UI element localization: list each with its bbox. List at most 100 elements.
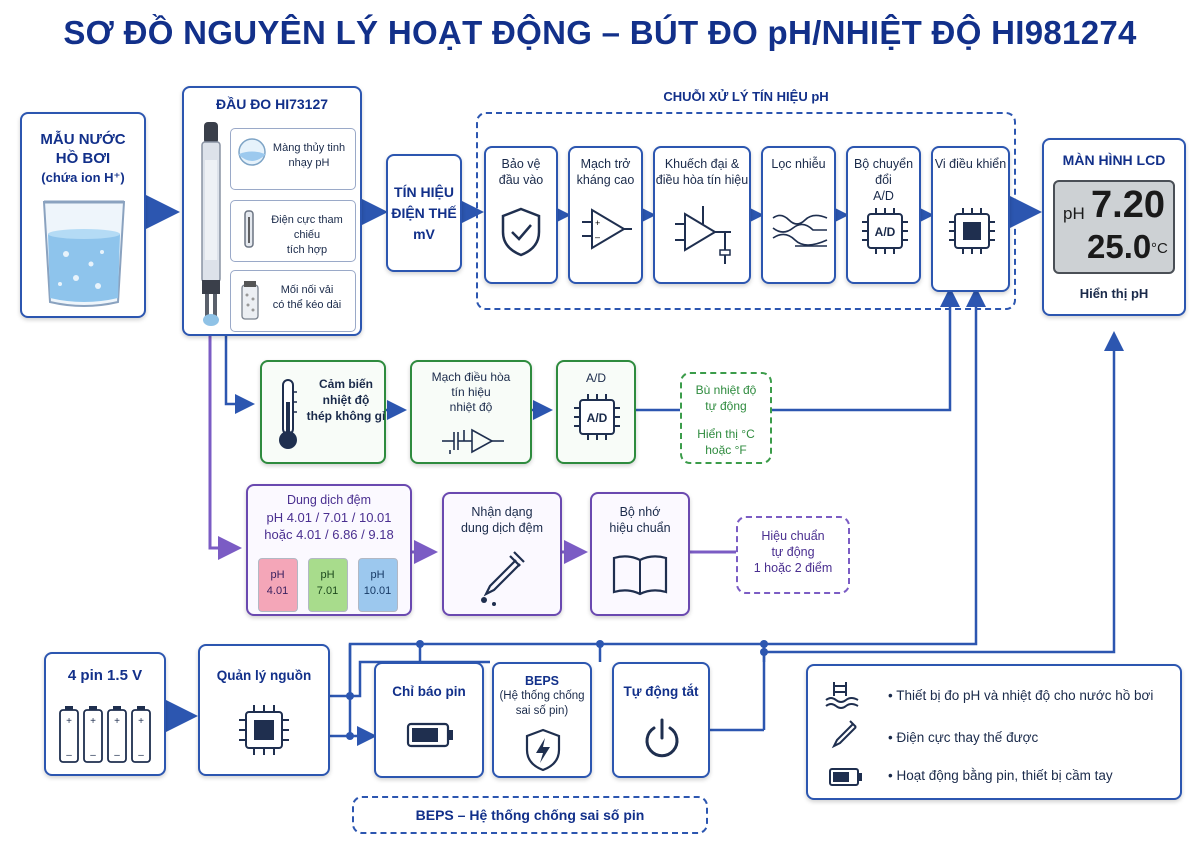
auto-cal-label-1: Hiệu chuẩn [761, 529, 825, 543]
calibration-memory-box: Bộ nhớ hiệu chuẩn [590, 492, 690, 616]
temp-comp-label-3: Hiển thị °C [697, 427, 755, 441]
sample-label-3: (chứa ion H⁺) [41, 170, 125, 185]
stage-label-2b: kháng cao [576, 173, 635, 187]
temperature-conditioning-box: Mạch điều hòa tín hiệu nhiệt độ [410, 360, 532, 464]
probe-item-reference-electrode: Điện cực tham chiếu tích hợp [230, 200, 356, 262]
glass-membrane-icon [238, 138, 266, 166]
lcd-title: MÀN HÌNH LCD [1062, 152, 1166, 168]
temp-sensor-label-3: thép không gỉ [306, 409, 386, 423]
stage-label-2a: Mạch trở [580, 157, 631, 171]
power-manager-label: Quản lý nguồn [216, 668, 312, 683]
chain-stage-amplifier: Khuếch đại & điều hòa tín hiệu [653, 146, 751, 284]
svg-text:+: + [90, 716, 96, 727]
stage-label-5b: A/D [873, 189, 894, 203]
lcd-temp-value: 25.0 [1087, 228, 1152, 265]
probe-item-cloth-junction: Mối nối vải có thể kéo dài [230, 270, 356, 332]
lcd-ph-unit: pH [1063, 204, 1085, 223]
beps-label-1: BEPS [524, 674, 560, 688]
memory-label-2: hiệu chuẩn [609, 521, 671, 535]
beps-caption-box: BEPS – Hệ thống chống sai số pin [352, 796, 708, 834]
recognition-label-1: Nhận dạng [471, 505, 533, 519]
beaker-icon [42, 200, 126, 307]
chain-stage-ad-converter: Bộ chuyển đổi A/D A/D [846, 146, 921, 284]
temp-comp-label-2: tự động [705, 399, 747, 413]
buffer-bottle-1: pH 4.01 [258, 558, 298, 612]
probe-title: ĐẦU ĐO HI73127 [215, 96, 329, 112]
amplifier-circuit-icon [675, 206, 731, 264]
temp-cond-label-2: tín hiệu [451, 385, 491, 399]
stage-label-6a: Vi điều khiển [934, 157, 1007, 171]
memory-label-1: Bộ nhớ [619, 505, 661, 519]
svg-text:+: + [595, 218, 600, 228]
lcd-temp-unit: °C [1151, 240, 1168, 257]
cloth-junction-icon [241, 281, 259, 320]
battery-level-icon [406, 722, 453, 748]
battery-indicator-box: Chỉ báo pin [374, 662, 484, 778]
svg-text:–: – [66, 750, 72, 761]
chain-title: CHUỖI XỬ LÝ TÍN HIỆU pH [663, 89, 829, 104]
svg-text:–: – [138, 750, 144, 761]
op-amp-icon: +– [582, 208, 632, 250]
signal-label-2: ĐIỆN THẾ [391, 205, 457, 221]
glass-membrane-label-2: nhạy pH [288, 157, 330, 169]
reference-electrode-icon [244, 210, 254, 248]
svg-text:+: + [66, 716, 72, 727]
temp-sensor-label-1: Cảm biến [318, 377, 373, 391]
auto-cal-label-2: tự động [771, 545, 815, 559]
reference-electrode-label-1: Điện cực tham chiếu [271, 214, 343, 241]
battery-indicator-label: Chỉ báo pin [392, 684, 466, 699]
shield-lightning-icon [525, 728, 561, 772]
temperature-ad-box: A/D A/D [556, 360, 636, 464]
cloth-junction-label-2: có thể kéo dài [272, 299, 342, 311]
microcontroller-chip-icon [949, 208, 995, 254]
svg-text:–: – [595, 232, 600, 242]
probe-hi73127-box: ĐẦU ĐO HI73127 Màng thủy tinh nhạy pH Đi… [182, 86, 362, 336]
bottle-2-value: 7.01 [316, 585, 339, 597]
buffer-solutions-box: Dung dịch đệm pH 4.01 / 7.01 / 10.01 hoặ… [246, 484, 412, 616]
stage-label-5a: Bộ chuyển đổi [853, 157, 914, 187]
lcd-ph-value: 7.20 [1091, 184, 1165, 226]
conditioning-circuit-icon [442, 428, 504, 454]
cloth-junction-label-1: Mối nối vải [280, 284, 334, 296]
auto-off-label: Tự động tắt [623, 684, 699, 699]
ph-processing-chain [476, 112, 1016, 310]
power-manager-box: Quản lý nguồn [198, 644, 330, 776]
temp-ad-title: A/D [585, 371, 606, 385]
temp-comp-label-4: hoặc °F [705, 443, 747, 457]
temp-sensor-label-2: nhiệt độ [322, 393, 370, 407]
shield-icon [501, 207, 541, 257]
bottle-1-label: pH [270, 569, 285, 581]
buffer-bottle-2: pH 7.01 [308, 558, 348, 612]
chain-stage-high-impedance: Mạch trở kháng cao +– [568, 146, 643, 284]
bottle-2-label: pH [320, 569, 335, 581]
battery-label: 4 pin 1.5 V [67, 667, 143, 684]
temperature-sensor-box: Cảm biến nhiệt độ thép không gỉ [260, 360, 386, 464]
power-chip-icon [239, 705, 289, 755]
stage-label-4a: Lọc nhiễu [771, 157, 826, 171]
temp-cond-label-1: Mạch điều hòa [431, 370, 511, 384]
sample-label-2: HỒ BƠI [55, 150, 111, 167]
filter-wave-icon [772, 214, 828, 247]
pool-water-sample-box: MẪU NƯỚC HỒ BƠI (chứa ion H⁺) [20, 112, 146, 318]
thermometer-icon [279, 379, 297, 449]
legend-text-3: • Hoạt động bằng pin, thiết bị cầm tay [888, 768, 1113, 783]
temp-cond-label-3: nhiệt độ [449, 400, 493, 414]
buffer-label-1: Dung dịch đệm [286, 493, 372, 507]
pool-icon [825, 682, 859, 709]
temperature-compensation-box: Bù nhiệt độ tự động Hiển thị °C hoặc °F [680, 372, 772, 464]
lcd-caption: Hiển thị pH [1079, 286, 1149, 301]
bottle-3-value: 10.01 [363, 585, 392, 597]
chain-stage-input-protection: Bảo vệ đầu vào [484, 146, 558, 284]
buffer-bottle-3: pH 10.01 [358, 558, 398, 612]
probe-item-glass-membrane: Màng thủy tinh nhạy pH [230, 128, 356, 190]
svg-text:+: + [138, 716, 144, 727]
legend-dropper-icon [831, 720, 857, 749]
batteries-icon: ++++–––– [59, 706, 151, 763]
temp-ad-chip-label: A/D [586, 411, 608, 425]
buffer-label-2: pH 4.01 / 7.01 / 10.01 [266, 510, 392, 525]
stage-label-1b: đầu vào [498, 173, 544, 187]
ad-chip-label: A/D [874, 225, 896, 239]
buffer-label-3: hoặc 4.01 / 6.86 / 9.18 [264, 527, 394, 542]
book-icon [612, 555, 668, 596]
auto-off-box: Tự động tắt [612, 662, 710, 778]
